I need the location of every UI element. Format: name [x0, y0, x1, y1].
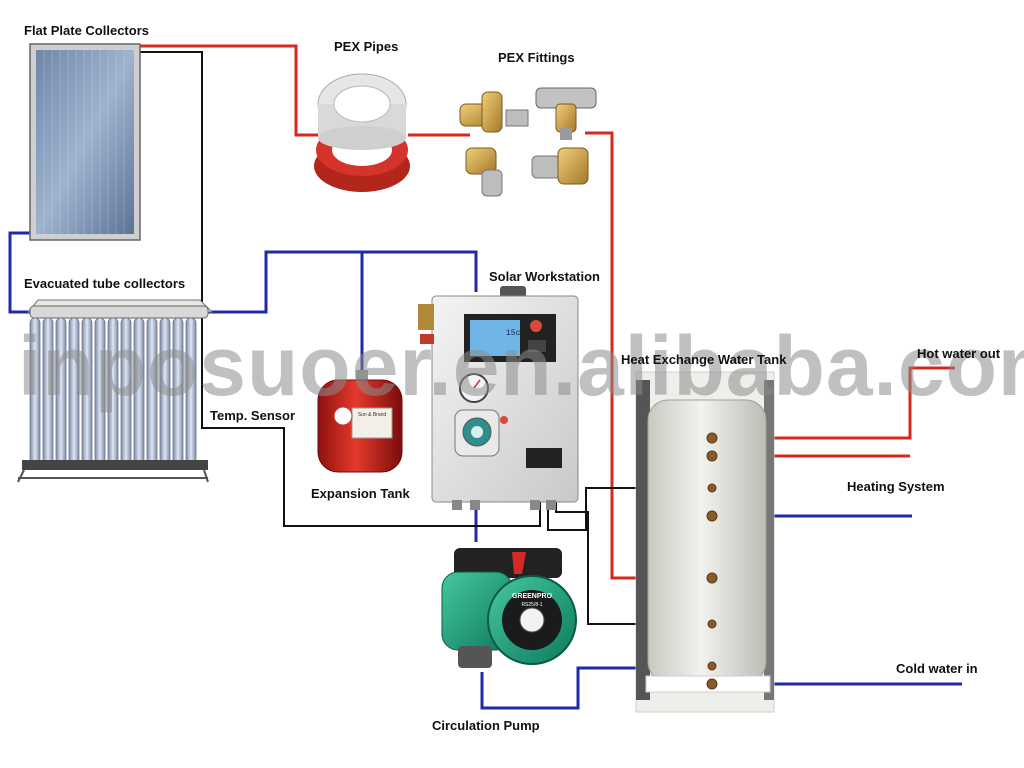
- label-temp-sensor: Temp. Sensor: [210, 408, 296, 423]
- fitting-elbow-2: [465, 147, 503, 197]
- pump-model-text: RS25/8-1: [521, 602, 542, 608]
- cold-pipe-pump-to-tank: [480, 666, 712, 710]
- label-cold-water-in: Cold water in: [896, 661, 978, 676]
- circulation-pump: GREENPRO RS25/8-1: [441, 548, 577, 668]
- fitting-elbow-1: [459, 91, 529, 133]
- label-pex-pipes: PEX Pipes: [334, 39, 399, 54]
- expansion-tank: Sun & Brand: [317, 370, 403, 473]
- label-flat-plate-collectors: Flat Plate Collectors: [24, 23, 149, 38]
- label-expansion-tank: Expansion Tank: [311, 486, 410, 501]
- evacuated-tube-collector: [17, 299, 214, 483]
- sensor-wire-tank-upper: [547, 487, 714, 531]
- solar-workstation: 15c: [418, 286, 579, 510]
- hot-water-out-pipe: [714, 366, 955, 440]
- fitting-elbow-3: [531, 147, 589, 185]
- label-pex-fittings: PEX Fittings: [498, 50, 575, 65]
- flat-plate-collector: [29, 43, 141, 241]
- heat-exchange-water-tank: [635, 371, 775, 713]
- watermark: inposuoer.en.alibaba.com: [18, 319, 1024, 413]
- cold-pipe-to-workstation: [190, 250, 478, 314]
- fitting-tee: [535, 87, 597, 140]
- controller-display-text: 15c: [506, 329, 521, 338]
- label-hot-water-out: Hot water out: [917, 346, 1001, 361]
- label-heating-system: Heating System: [847, 479, 945, 494]
- pump-brand-text: GREENPRO: [512, 593, 553, 600]
- label-evacuated-tube-collectors: Evacuated tube collectors: [24, 276, 186, 291]
- pex-pipe-coil: [314, 73, 410, 192]
- hot-pipe-collector-to-pex: [140, 44, 322, 137]
- label-circulation-pump: Circulation Pump: [432, 718, 540, 733]
- label-heat-exchange-water-tank: Heat Exchange Water Tank: [621, 352, 787, 367]
- pex-fittings: [459, 87, 597, 197]
- label-solar-workstation: Solar Workstation: [489, 269, 601, 284]
- expansion-tank-brand-text: Sun & Brand: [358, 412, 387, 418]
- cold-pipe-collector-link: [8, 231, 38, 314]
- sensor-wire-collector: [140, 51, 541, 527]
